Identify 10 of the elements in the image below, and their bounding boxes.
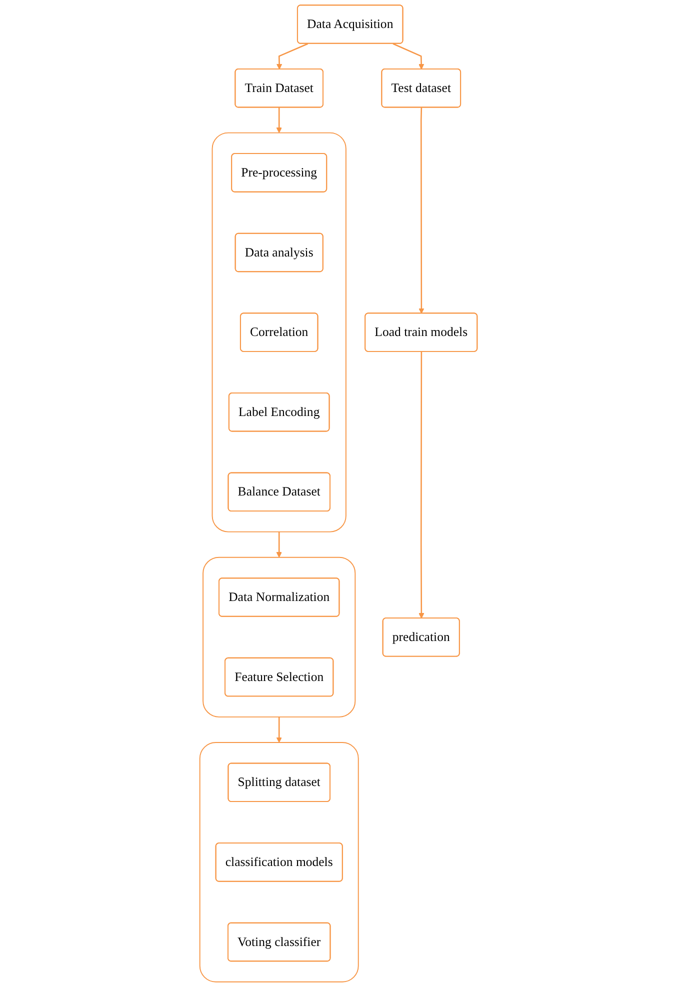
arrow [276,716,282,743]
arrow [276,43,308,70]
arrow [392,43,424,70]
cluster [199,742,359,982]
cluster [212,132,346,532]
arrow [276,107,282,134]
arrow [418,352,424,619]
cluster [202,556,356,718]
arrow [418,108,424,314]
arrow [276,532,282,558]
